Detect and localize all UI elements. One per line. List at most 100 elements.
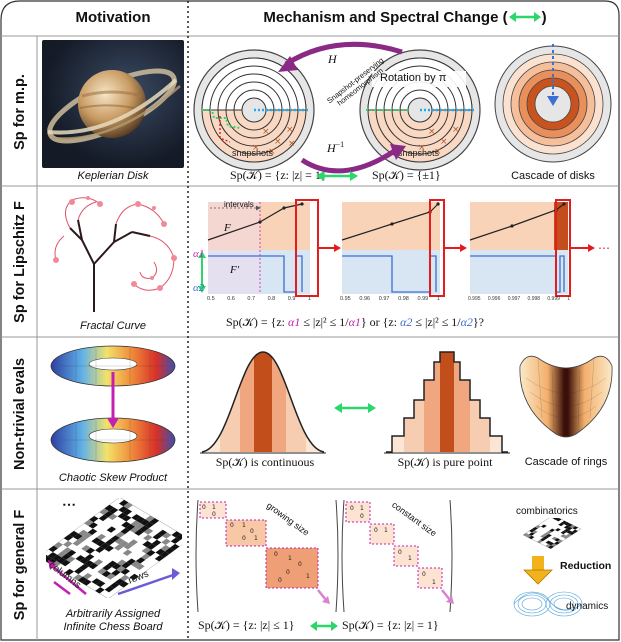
sp-closed-disk: Sp(𝒦) = {z: |z| ≤ 1} xyxy=(198,618,295,632)
svg-text:0: 0 xyxy=(212,511,216,518)
label-intervals: intervals xyxy=(224,200,254,209)
left-disk: ×××××× snapshots xyxy=(193,49,315,171)
svg-text:×: × xyxy=(418,143,426,153)
svg-text:×: × xyxy=(440,137,448,147)
row-label-mp: Sp for m.p. xyxy=(12,73,29,150)
lipschitz-formula: Sp(𝒦) = {z: α1 ≤ |z|² ≤ 1/α1} or {z: α2 … xyxy=(226,315,485,329)
row-label-nontrivial: Non-trivial evals xyxy=(12,357,29,470)
caption-cascade-rings: Cascade of rings xyxy=(524,456,608,468)
svg-text:×: × xyxy=(274,137,282,147)
header-motivation: Motivation xyxy=(75,9,151,26)
svg-text:×: × xyxy=(268,147,276,157)
mini-chess-icon xyxy=(522,518,582,549)
svg-text:1: 1 xyxy=(306,573,310,580)
caption-fractal: Fractal Curve xyxy=(79,320,147,332)
svg-text:1: 1 xyxy=(360,505,364,512)
snapshots-label-right: snapshots xyxy=(398,148,440,158)
lorenz-attractor-icon xyxy=(513,591,583,617)
svg-text:0: 0 xyxy=(374,527,378,534)
svg-text:1: 1 xyxy=(432,579,436,586)
svg-text:1: 1 xyxy=(254,535,258,542)
cascade-disks-icon xyxy=(494,44,612,163)
svg-text:×: × xyxy=(452,125,460,135)
label-Fprime: F′ xyxy=(230,264,240,276)
svg-text:0: 0 xyxy=(350,505,354,512)
label-Hinv: H−1 xyxy=(327,140,345,155)
svg-text:0: 0 xyxy=(298,561,302,568)
svg-text:⋯: ⋯ xyxy=(598,241,610,255)
sp-unit-circle: Sp(𝒦) = {z: |z| = 1} xyxy=(230,168,327,182)
label-alpha2: α2 xyxy=(193,282,205,294)
keplerian-disk-image xyxy=(42,40,184,168)
label-alpha1: α1 xyxy=(193,248,205,260)
svg-text:0: 0 xyxy=(250,528,254,535)
svg-text:1: 1 xyxy=(212,504,216,511)
right-disk: ××××× snapshots xyxy=(359,49,481,171)
caption-skew: Chaotic Skew Product xyxy=(58,472,168,484)
label-reduction: Reduction xyxy=(560,560,612,572)
svg-text:×: × xyxy=(288,139,296,149)
sp-unit-circle-general: Sp(𝒦) = {z: |z| = 1} xyxy=(342,618,439,632)
label-continuous: Sp(𝒦) is continuous xyxy=(215,455,315,469)
svg-text:0: 0 xyxy=(242,535,246,542)
saturn-icon xyxy=(47,68,181,144)
header-mechanism: Mechanism and Spectral Change () xyxy=(200,9,610,26)
svg-text:0: 0 xyxy=(398,549,402,556)
header-mechanism-close: ) xyxy=(541,9,547,26)
skew-product-torus-image xyxy=(50,345,176,463)
svg-text:×: × xyxy=(262,127,270,137)
label-pure-point: Sp(𝒦) is pure point xyxy=(397,455,493,469)
continuous-spectrum-plot xyxy=(200,351,326,454)
svg-text:1: 1 xyxy=(242,522,246,529)
svg-text:1: 1 xyxy=(408,555,412,562)
plot-3: ⋯ xyxy=(469,199,610,297)
fractal-curve-image xyxy=(53,196,177,312)
snapshots-label-left: snapshots xyxy=(232,148,274,158)
double-arrow-icon xyxy=(508,12,541,22)
header-mechanism-text: Mechanism and Spectral Change ( xyxy=(263,9,508,26)
double-arrow-icon xyxy=(316,171,358,181)
cascade-rings-image xyxy=(519,355,613,438)
svg-text:×: × xyxy=(434,147,442,157)
row-label-general: Sp for general F xyxy=(12,509,29,621)
svg-text:0: 0 xyxy=(230,522,234,529)
label-dynamics: dynamics xyxy=(566,601,609,612)
svg-text:×: × xyxy=(286,125,294,135)
svg-text:0: 0 xyxy=(278,577,282,584)
label-H: H xyxy=(328,52,337,66)
dots-icon: ⋯ xyxy=(62,496,76,512)
chess-board-image xyxy=(46,498,182,598)
disk-mechanism-diagram: ×××××× snapshots ××××× snapshots xyxy=(193,41,481,174)
svg-text:0: 0 xyxy=(422,571,426,578)
double-arrow-icon xyxy=(334,403,376,413)
svg-text:1: 1 xyxy=(288,555,292,562)
arrow-Hinv xyxy=(300,147,398,174)
row-label-lipschitz: Sp for Lipschitz F xyxy=(12,201,29,323)
reduction-diagram xyxy=(513,518,583,617)
svg-text:0: 0 xyxy=(286,569,290,576)
plot-1 xyxy=(207,199,341,297)
label-F: F xyxy=(224,222,231,234)
lipschitz-plots: ⋯ xyxy=(198,199,610,297)
double-arrow-icon xyxy=(310,621,338,631)
arrow-H xyxy=(284,41,403,67)
pure-point-spectrum-plot xyxy=(384,351,510,454)
caption-cascade-disks: Cascade of disks xyxy=(511,170,595,182)
label-rotation: Rotation by π xyxy=(380,72,447,84)
plot-2 xyxy=(341,199,467,297)
caption-keplerian: Keplerian Disk xyxy=(77,170,149,182)
svg-text:0: 0 xyxy=(202,504,206,511)
svg-text:0: 0 xyxy=(360,513,364,520)
svg-text:×: × xyxy=(428,127,436,137)
sp-plus-minus-one: Sp(𝒦) = {±1} xyxy=(372,168,441,182)
svg-text:0: 0 xyxy=(274,551,278,558)
label-combinatorics: combinatorics xyxy=(516,506,578,517)
svg-text:×: × xyxy=(252,143,260,153)
